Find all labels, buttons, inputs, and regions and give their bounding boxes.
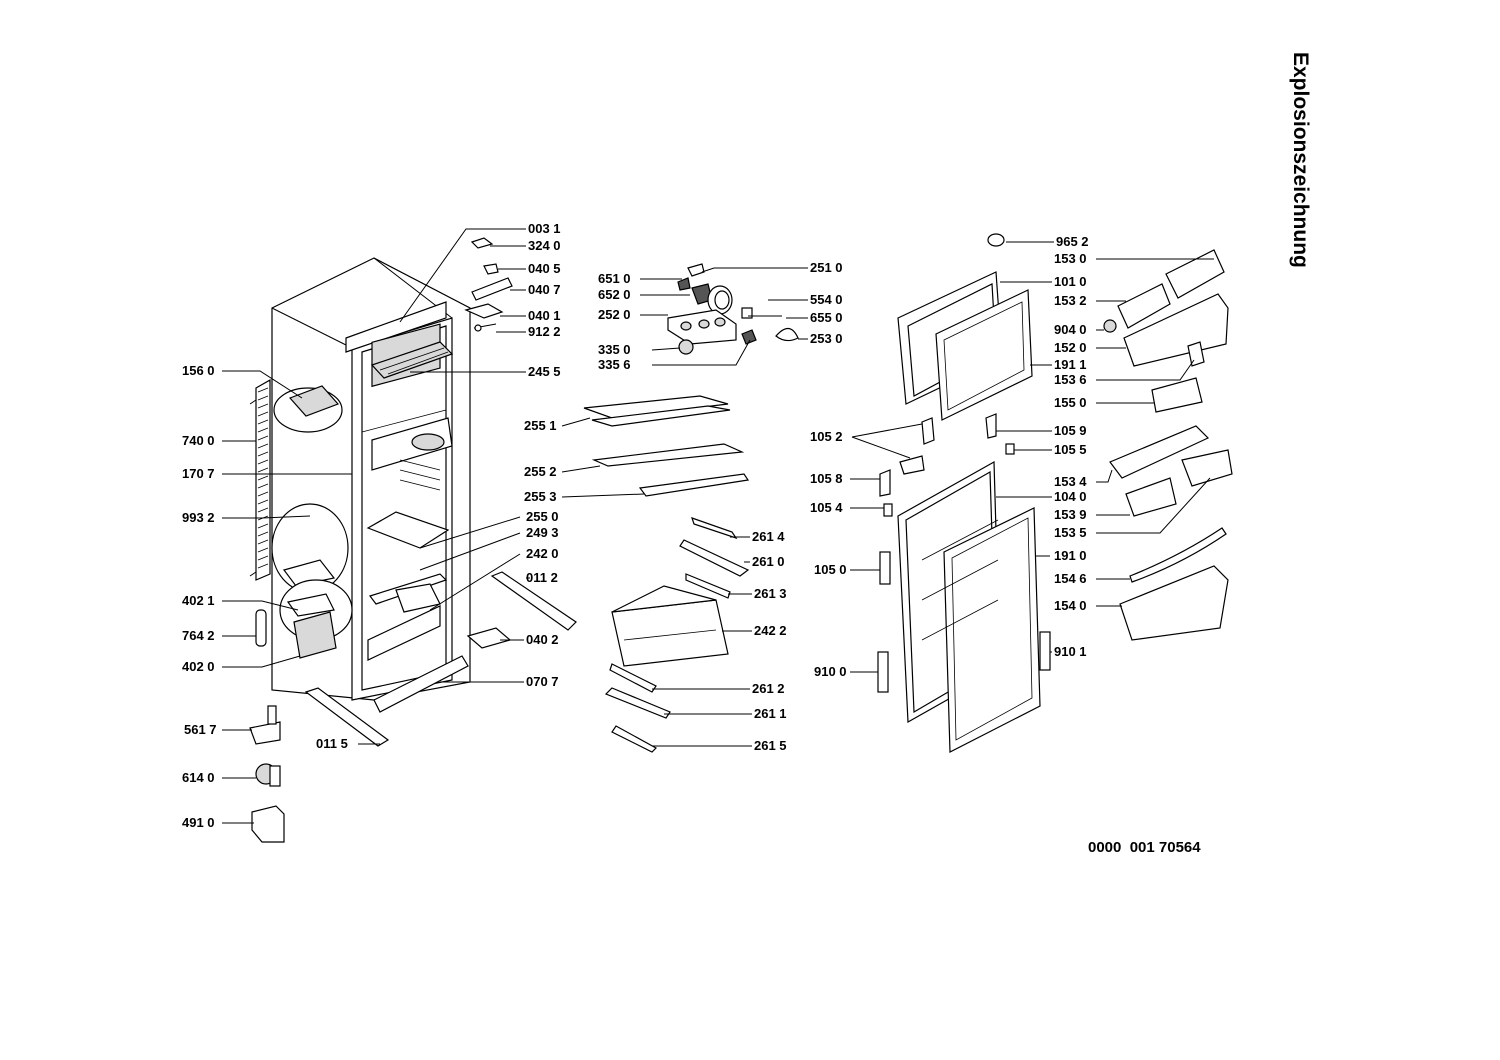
label-261-4: 261 4 — [752, 529, 785, 544]
label-011-2: 011 2 — [526, 570, 558, 585]
hinge-pin-b — [1005, 443, 1015, 455]
label-402-0: 402 0 — [182, 659, 215, 674]
label-251-0: 251 0 — [810, 260, 843, 275]
label-191-1: 191 1 — [1054, 357, 1087, 372]
label-910-0: 910 0 — [814, 664, 847, 679]
label-170-7: 170 7 — [182, 466, 215, 481]
bottom-hinge-left — [877, 651, 889, 693]
label-153-9: 153 9 — [1054, 507, 1087, 522]
label-904-0: 904 0 — [1054, 322, 1087, 337]
label-040-2: 040 2 — [526, 632, 559, 647]
hinge-bracket-d — [879, 469, 891, 497]
label-965-2: 965 2 — [1056, 234, 1089, 249]
hinge-pin — [883, 503, 893, 517]
label-040-1: 040 1 — [528, 308, 561, 323]
document-id: 0000 001 70564 — [1088, 839, 1201, 856]
right-rail — [490, 571, 577, 631]
label-040-7: 040 7 — [528, 282, 561, 297]
part-labels: 003 1 324 0 040 5 040 7 040 1 912 2 245 … — [182, 221, 1089, 830]
label-335-0: 335 0 — [598, 342, 631, 357]
label-554-0: 554 0 — [810, 292, 843, 307]
label-155-0: 155 0 — [1054, 395, 1087, 410]
label-070-7: 070 7 — [526, 674, 559, 689]
label-242-0: 242 0 — [526, 546, 559, 561]
label-261-1: 261 1 — [754, 706, 787, 721]
label-255-2: 255 2 — [524, 464, 557, 479]
thermostat-assembly — [667, 263, 799, 355]
label-040-5: 040 5 — [528, 261, 561, 276]
label-335-6: 335 6 — [598, 357, 631, 372]
label-255-3: 255 3 — [524, 489, 557, 504]
center-shelves — [583, 395, 750, 753]
label-153-0: 153 0 — [1054, 251, 1087, 266]
hinge-bracket-a — [921, 417, 935, 445]
label-261-3: 261 3 — [754, 586, 787, 601]
leader-lines — [222, 228, 1214, 824]
hinge-bracket-c — [899, 455, 925, 475]
label-253-0: 253 0 — [810, 331, 843, 346]
label-764-2: 764 2 — [182, 628, 215, 643]
label-651-0: 651 0 — [598, 271, 631, 286]
freezer-door — [897, 271, 1033, 421]
label-011-5: 011 5 — [316, 736, 348, 751]
label-105-5: 105 5 — [1054, 442, 1087, 457]
label-152-0: 152 0 — [1054, 340, 1087, 355]
fridge-door — [897, 460, 1041, 753]
relay-part — [249, 721, 281, 745]
label-910-1: 910 1 — [1054, 644, 1087, 659]
label-003-1: 003 1 — [528, 221, 561, 236]
label-153-6: 153 6 — [1054, 372, 1087, 387]
label-655-0: 655 0 — [810, 310, 843, 325]
fridge-cabinet — [271, 257, 471, 701]
terminal-cover — [251, 805, 285, 843]
label-101-0: 101 0 — [1054, 274, 1087, 289]
condenser-coil — [249, 378, 271, 581]
label-491-0: 491 0 — [182, 815, 215, 830]
door-handle — [879, 551, 891, 585]
label-105-2: 105 2 — [810, 429, 843, 444]
label-105-0: 105 0 — [814, 562, 847, 577]
label-324-0: 324 0 — [528, 238, 561, 253]
label-740-0: 740 0 — [182, 433, 215, 448]
label-242-2: 242 2 — [754, 623, 787, 638]
dryer-filter — [255, 609, 267, 647]
label-154-6: 154 6 — [1054, 571, 1087, 586]
label-614-0: 614 0 — [182, 770, 215, 785]
label-261-0: 261 0 — [752, 554, 785, 569]
label-153-4: 153 4 — [1054, 474, 1087, 489]
label-156-0: 156 0 — [182, 363, 215, 378]
label-249-3: 249 3 — [526, 525, 559, 540]
label-245-5: 245 5 — [528, 364, 561, 379]
label-104-0: 104 0 — [1054, 489, 1087, 504]
diagram-title: Explosionszeichnung — [1289, 52, 1312, 268]
label-105-9: 105 9 — [1054, 423, 1087, 438]
label-993-2: 993 2 — [182, 510, 215, 525]
label-153-5: 153 5 — [1054, 525, 1087, 540]
label-912-2: 912 2 — [528, 324, 561, 339]
label-402-1: 402 1 — [182, 593, 215, 608]
label-153-2: 153 2 — [1054, 293, 1087, 308]
lower-hinge — [466, 627, 512, 649]
label-255-0: 255 0 — [526, 509, 559, 524]
label-191-0: 191 0 — [1054, 548, 1087, 563]
label-255-1: 255 1 — [524, 418, 557, 433]
label-261-2: 261 2 — [752, 681, 785, 696]
label-154-0: 154 0 — [1054, 598, 1087, 613]
bottom-cover — [373, 655, 469, 713]
top-small-parts — [464, 237, 513, 332]
label-252-0: 252 0 — [598, 307, 631, 322]
label-261-5: 261 5 — [754, 738, 787, 753]
label-105-4: 105 4 — [810, 500, 843, 515]
label-652-0: 652 0 — [598, 287, 631, 302]
label-561-7: 561 7 — [184, 722, 217, 737]
knob-cap — [987, 233, 1005, 247]
hinge-bracket-b — [985, 413, 997, 439]
door-shelves — [1103, 249, 1233, 641]
label-105-8: 105 8 — [810, 471, 843, 486]
left-rail — [304, 687, 390, 747]
bottom-hinge-right — [1039, 631, 1051, 671]
